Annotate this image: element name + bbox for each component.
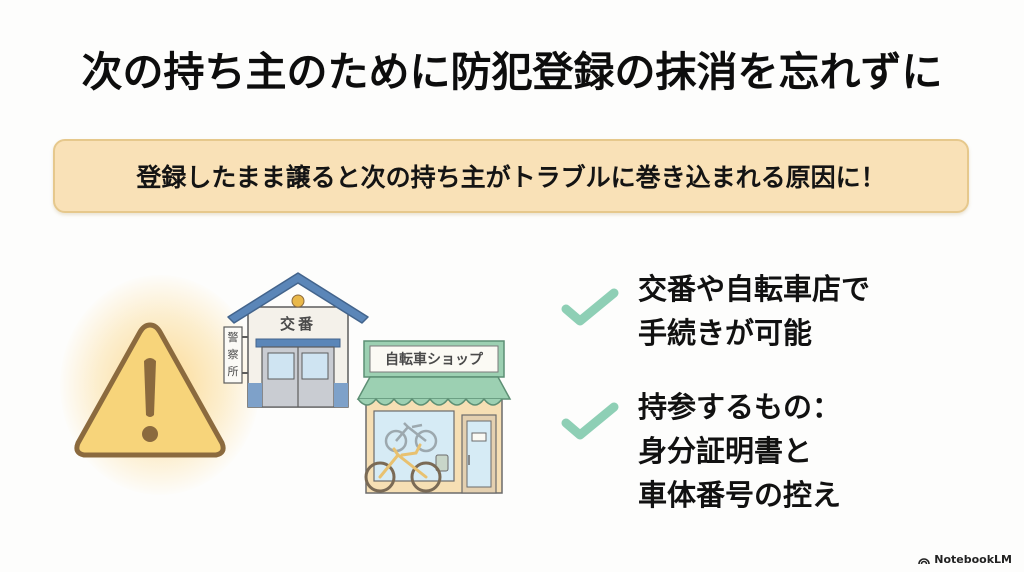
check-icon	[561, 402, 619, 440]
point-text: 持参するもの： 身分証明書と 車体番号の控え	[638, 390, 842, 512]
koban-building-icon	[223, 272, 369, 408]
koban-label: 交番	[279, 315, 316, 333]
page-title: 次の持ち主のために防犯登録の抹消を忘れずに	[81, 48, 943, 96]
notebooklm-brand: NotebookLM	[918, 553, 1012, 566]
bike-shop-sign: 自転車ショップ	[385, 352, 483, 368]
warning-icon	[74, 322, 226, 458]
brand-label: NotebookLM	[934, 553, 1012, 566]
illustration: 交番 警 察 所 自転車ショップ	[40, 255, 540, 515]
bike-shop-icon	[356, 340, 512, 494]
banner-text: 登録したまま譲ると次の持ち主がトラブルに巻き込まれる原因に！	[136, 163, 886, 192]
notebooklm-logo-icon	[918, 557, 931, 564]
check-icon	[561, 288, 619, 326]
warning-banner: 登録したまま譲ると次の持ち主がトラブルに巻き込まれる原因に！	[53, 139, 969, 213]
police-side-sign: 警 察 所	[227, 331, 239, 378]
point-text: 交番や自転車店で 手続きが可能	[638, 272, 871, 350]
